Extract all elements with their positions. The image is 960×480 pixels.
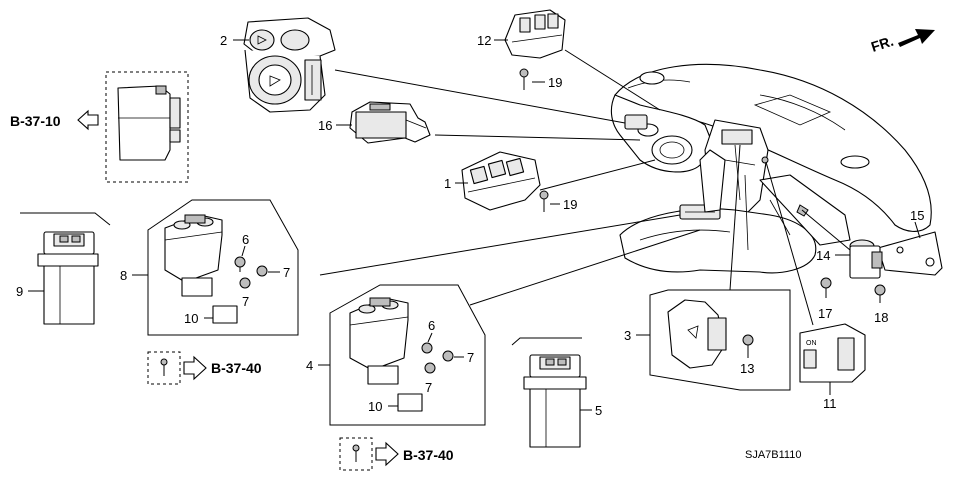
part-label-14: 14 [816, 248, 830, 263]
part-12-window-switch [504, 9, 566, 59]
part-1-window-switch [461, 151, 541, 211]
part-label-11: 11 [823, 396, 837, 411]
part-label-6-a: 6 [242, 232, 249, 247]
clip-13-icon [742, 334, 754, 358]
ref-arrow-left-icon [77, 109, 99, 131]
reference-box-b-37-40-b [339, 437, 373, 471]
part-15-bracket [877, 231, 943, 276]
part-label-4: 4 [306, 358, 313, 373]
part-5-bracket-line [511, 337, 582, 346]
part-label-10-a: 10 [184, 311, 198, 326]
part-label-6-b: 6 [428, 318, 435, 333]
front-direction-indicator: FR. [869, 29, 935, 55]
part-10-label-plate-b [397, 393, 423, 412]
part-label-15: 15 [910, 208, 924, 223]
part-10-label-plate-a [212, 305, 238, 324]
part-16-switch [349, 101, 431, 144]
screw-17-icon [820, 277, 832, 298]
reference-label-b-37-40-a: B-37-40 [211, 360, 262, 376]
screw-18-icon [874, 284, 886, 303]
part-label-7-b: 7 [242, 294, 249, 309]
part-label-9: 9 [16, 284, 23, 299]
part-label-17: 17 [818, 306, 832, 321]
part-label-8: 8 [120, 268, 127, 283]
part-3-switch [667, 299, 727, 369]
part-9-switch [37, 231, 99, 325]
part-label-1: 1 [444, 176, 451, 191]
part-8-switch [164, 214, 223, 297]
part-4-group-outline [329, 284, 486, 426]
part-ref-switch-blank [117, 85, 181, 161]
screw-19-mid-icon [539, 190, 549, 212]
ref-arrow-right-b-icon [375, 441, 399, 467]
part-label-13: 13 [740, 361, 754, 376]
part-label-7-d: 7 [425, 380, 432, 395]
switch-on-label: ON [806, 340, 817, 347]
screw-19-top-icon [519, 68, 529, 90]
part-4-clips [421, 342, 454, 374]
part-label-2: 2 [220, 33, 227, 48]
screw-ref-b-icon [352, 444, 360, 462]
part-5-switch [523, 354, 587, 448]
part-label-10-b: 10 [368, 399, 382, 414]
reference-label-b-37-10: B-37-10 [10, 113, 61, 129]
part-9-bracket-line [20, 212, 111, 226]
part-14-switch [849, 239, 883, 279]
part-label-12: 12 [477, 33, 491, 48]
part-label-7-a: 7 [283, 265, 290, 280]
reference-box-b-37-40-a [147, 351, 181, 385]
part-4-switch [349, 297, 409, 385]
part-label-19-mid: 19 [563, 197, 577, 212]
front-label: FR. [869, 33, 895, 55]
screw-ref-a-icon [160, 358, 168, 376]
part-label-19-top: 19 [548, 75, 562, 90]
part-label-3: 3 [624, 328, 631, 343]
diagram-code: SJA7B1110 [745, 449, 801, 461]
part-label-16: 16 [318, 118, 332, 133]
dashboard-illustration [610, 63, 932, 274]
part-label-7-c: 7 [467, 350, 474, 365]
part-label-18: 18 [874, 310, 888, 325]
part-3-group-outline [649, 289, 791, 391]
ref-arrow-right-a-icon [183, 355, 207, 381]
part-2-dial-switch [243, 17, 336, 113]
part-8-clips [234, 256, 268, 289]
front-arrow-icon [898, 29, 935, 47]
part-11-switch: ON [799, 323, 866, 383]
part-8-group-outline [147, 199, 299, 336]
part-label-5: 5 [595, 403, 602, 418]
leader-lines [319, 49, 851, 326]
reference-label-b-37-40-b: B-37-40 [403, 447, 454, 463]
